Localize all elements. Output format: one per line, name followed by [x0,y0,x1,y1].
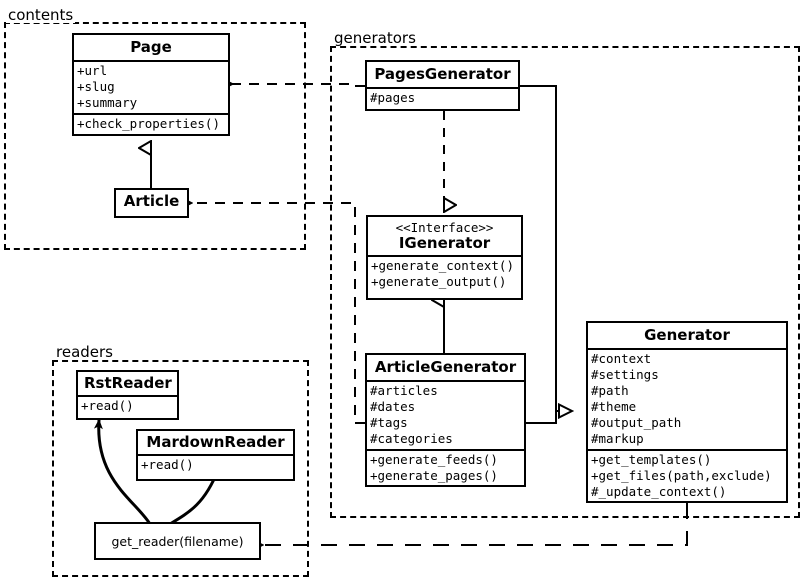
package-readers: readers [52,344,309,577]
package-readers-label: readers [54,343,115,361]
class-mardownreader-operations: +read() [138,454,293,475]
function-get-reader-label: get_reader(filename) [111,533,244,549]
class-pagesgenerator[interactable]: PagesGenerator #pages [365,60,520,111]
class-igenerator[interactable]: <<Interface>> IGenerator +generate_conte… [366,215,523,300]
class-page-attributes: +url +slug +summary [74,60,228,113]
class-igenerator-stereotype: <<Interface>> [395,220,494,235]
attribute: #markup [591,431,644,446]
class-generator-operations: +get_templates() +get_files(path,exclude… [588,449,786,502]
class-pagesgenerator-attributes: #pages [367,87,518,108]
attribute: #output_path [591,415,682,430]
class-rstreader-operations: +read() [78,395,177,416]
package-contents-label: contents [6,6,76,24]
attribute: +url [77,63,108,78]
attribute: #categories [370,431,453,446]
operation: +read() [81,398,134,413]
attribute: +slug [77,79,115,94]
package-contents: contents [4,8,306,250]
class-igenerator-name: IGenerator [398,234,491,252]
attribute: #context [591,351,652,366]
attribute: #articles [370,383,438,398]
class-page-name: Page [130,38,172,56]
class-pagesgenerator-name: PagesGenerator [374,65,511,83]
attribute: #dates [370,399,416,414]
class-generator-attributes: #context #settings #path #theme #output_… [588,348,786,449]
class-igenerator-operations: +generate_context() +generate_output() [368,255,521,292]
attribute: #pages [370,90,416,105]
class-article-name: Article [123,192,180,210]
attribute: #tags [370,415,408,430]
class-rstreader[interactable]: RstReader +read() [76,370,179,420]
operation: +check_properties() [77,116,220,131]
class-articlegenerator-operations: +generate_feeds() +generate_pages() [367,449,524,486]
attribute: #settings [591,367,659,382]
operation: +generate_pages() [370,468,498,483]
class-articlegenerator[interactable]: ArticleGenerator #articles #dates #tags … [365,353,526,487]
package-contents-border [4,22,306,250]
package-generators-label: generators [332,29,418,47]
class-rstreader-name: RstReader [84,374,172,392]
attribute: +summary [77,95,138,110]
operation: +generate_output() [371,274,507,289]
package-generators-border [330,46,800,518]
operation: #_update_context() [591,484,727,499]
operation: +generate_feeds() [370,452,498,467]
attribute: #path [591,383,629,398]
function-get-reader[interactable]: get_reader(filename) [94,522,261,560]
package-generators: generators [330,30,800,518]
operation: +get_templates() [591,452,712,467]
class-generator[interactable]: Generator #context #settings #path #them… [586,321,788,503]
class-article[interactable]: Article [114,188,189,218]
class-articlegenerator-attributes: #articles #dates #tags #categories [367,380,524,449]
operation: +generate_context() [371,258,514,273]
class-mardownreader[interactable]: MardownReader +read() [136,429,295,481]
attribute: #theme [591,399,637,414]
class-mardownreader-name: MardownReader [146,433,285,451]
class-page-operations: +check_properties() [74,113,228,134]
package-readers-border [52,360,309,577]
class-page[interactable]: Page +url +slug +summary +check_properti… [72,33,230,136]
operation: +get_files(path,exclude) [591,468,772,483]
class-generator-name: Generator [644,326,730,344]
class-articlegenerator-name: ArticleGenerator [374,358,517,376]
operation: +read() [141,457,194,472]
